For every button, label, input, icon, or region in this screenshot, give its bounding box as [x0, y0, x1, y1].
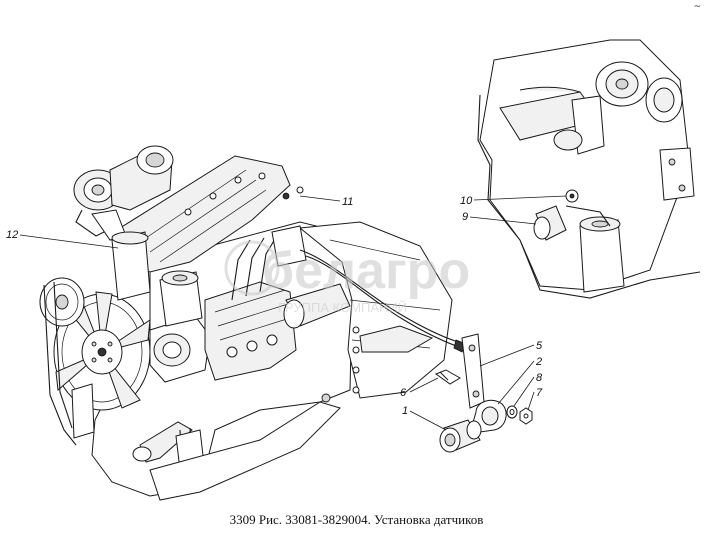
callout-6: 6 — [400, 387, 407, 399]
callout-1: 1 — [402, 405, 408, 417]
watermark-brand: белагро — [262, 242, 470, 300]
callout-10: 10 — [460, 195, 473, 207]
callout-11: 11 — [342, 196, 353, 208]
alternator — [39, 277, 85, 446]
callout-7: 7 — [536, 387, 543, 399]
corner-mark: ~ — [693, 2, 701, 12]
exploded-sensor-parts — [434, 333, 533, 453]
engine-assembly — [39, 145, 467, 501]
callouts: 12 11 10 9 5 2 8 7 6 1 — [6, 195, 567, 431]
watermark-logo — [224, 240, 280, 296]
callout-5: 5 — [536, 340, 543, 352]
callout-8: 8 — [536, 372, 543, 384]
watermark: белагро ГРУППА КОМПАНИЙ — [224, 240, 470, 315]
gearbox — [298, 221, 453, 399]
figure-caption: 3309 Рис. 33081-3829004. Установка датчи… — [229, 512, 484, 527]
callout-12: 12 — [6, 229, 18, 241]
callout-9: 9 — [462, 211, 468, 223]
callout-2: 2 — [535, 356, 542, 368]
cooling-fan — [53, 291, 151, 411]
watermark-tagline: ГРУППА КОМПАНИЙ — [278, 300, 407, 315]
inset-view — [477, 39, 701, 299]
injection-pump — [204, 233, 297, 381]
turbocharger — [73, 145, 174, 241]
bolt — [434, 369, 461, 385]
